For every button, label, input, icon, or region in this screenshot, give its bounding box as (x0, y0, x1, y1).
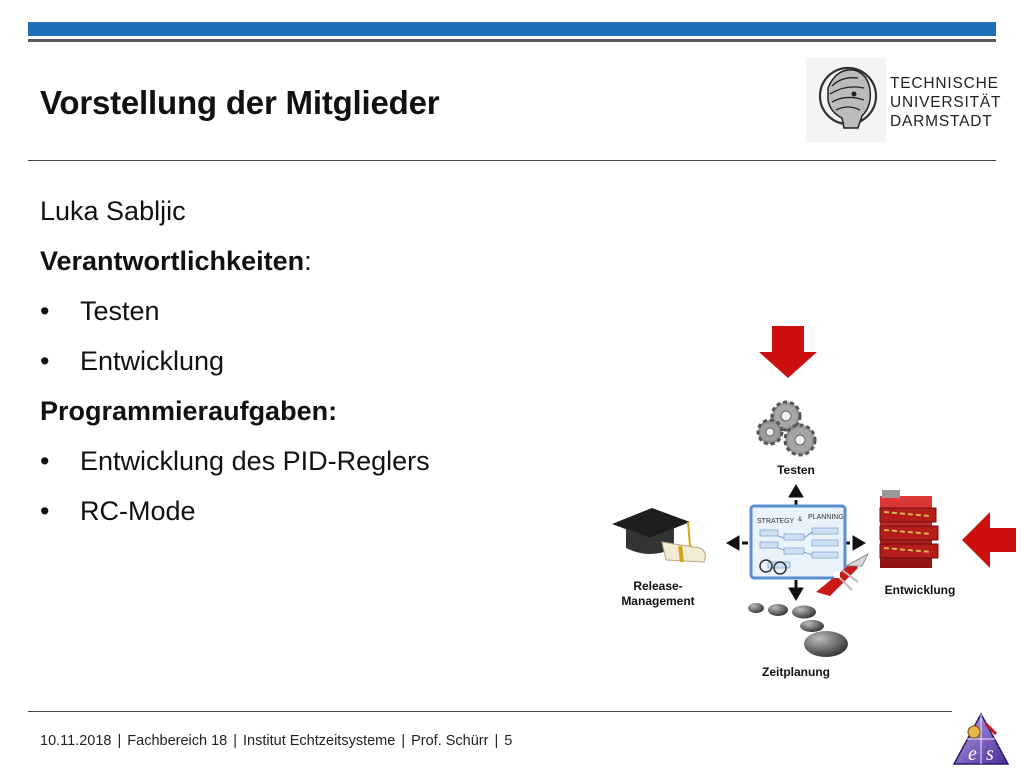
list-item: • Entwicklung (40, 342, 600, 392)
tu-darmstadt-logo: TECHNISCHE UNIVERSITÄT DARMSTADT (806, 58, 1006, 142)
responsibility-testen: Testen (80, 296, 160, 326)
stepping-stones-icon (748, 603, 848, 657)
list-item: • Entwicklung des PID-Reglers (40, 442, 600, 492)
gears-icon (756, 400, 817, 457)
task-rc-mode: RC-Mode (80, 496, 196, 526)
footer-page-number: 5 (504, 733, 513, 749)
diagram-label-zeitplanung: Zeitplanung (762, 665, 830, 679)
footer-date: 10.11.2018 (40, 733, 112, 749)
slide-title: Vorstellung der Mitglieder (40, 84, 440, 121)
slide-footer: 10.11.2018 | Fachbereich 18 | Institut Echtz… (40, 733, 512, 749)
footer-institute: Institut Echtzeitsysteme (243, 733, 396, 749)
board-planning-label: PLANNING (808, 514, 844, 521)
board-amp-label: & (798, 517, 802, 523)
process-diagram: Testen STRATEGY & PLANNING (612, 326, 1016, 679)
pocket-knife-icon (816, 553, 869, 596)
graduation-cap-icon (612, 508, 706, 563)
footer-divider (28, 711, 952, 712)
footer-separator: | (233, 733, 238, 749)
header-bar-line (28, 39, 996, 42)
bullet-icon: • (40, 446, 50, 476)
member-name: Luka Sabljic (40, 196, 186, 226)
responsibilities-heading-colon: : (304, 246, 312, 276)
university-name: TECHNISCHE UNIVERSITÄT DARMSTADT (890, 74, 1001, 131)
list-item: • RC-Mode (40, 492, 600, 542)
footer-professor: Prof. Schürr (411, 733, 489, 749)
university-line-2: UNIVERSITÄT (890, 94, 1002, 111)
university-line-3: DARMSTADT (890, 113, 993, 130)
es-institute-logo-icon: e s (952, 712, 1010, 765)
slide-content: Luka Sabljic Verantwortlichkeiten: • Test… (40, 192, 600, 542)
header-bar (28, 22, 996, 36)
responsibilities-heading: Verantwortlichkeiten: (40, 242, 600, 292)
svg-text:s: s (986, 743, 994, 765)
footer-separator: | (401, 733, 406, 749)
cross-arrows (726, 484, 866, 601)
diagram-label-release-1: Release- (633, 579, 682, 593)
arrow-down-icon (759, 326, 817, 378)
toolbox-icon (879, 490, 939, 568)
footer-separator: | (117, 733, 122, 749)
footer-department: Fachbereich 18 (127, 733, 228, 749)
tasks-heading: Programmieraufgaben: (40, 396, 338, 426)
athena-head-icon (806, 58, 886, 142)
bullet-icon: • (40, 296, 50, 326)
task-pid: Entwicklung des PID-Reglers (80, 446, 430, 476)
planning-board-icon: STRATEGY & PLANNING (749, 504, 847, 580)
diagram-label-entwicklung: Entwicklung (885, 583, 956, 597)
list-item: • Testen (40, 292, 600, 342)
svg-text:e: e (968, 743, 977, 765)
responsibilities-heading-text: Verantwortlichkeiten (40, 246, 305, 276)
arrow-left-icon (962, 512, 1016, 568)
university-line-1: TECHNISCHE (890, 75, 999, 92)
bullet-icon: • (40, 346, 50, 376)
board-strategy-label: STRATEGY (757, 518, 795, 525)
responsibility-entwicklung: Entwicklung (80, 346, 225, 376)
title-divider (28, 160, 996, 161)
footer-separator: | (494, 733, 499, 749)
diagram-label-testen: Testen (777, 463, 815, 477)
diagram-label-release-2: Management (621, 594, 694, 608)
bullet-icon: • (40, 496, 50, 526)
